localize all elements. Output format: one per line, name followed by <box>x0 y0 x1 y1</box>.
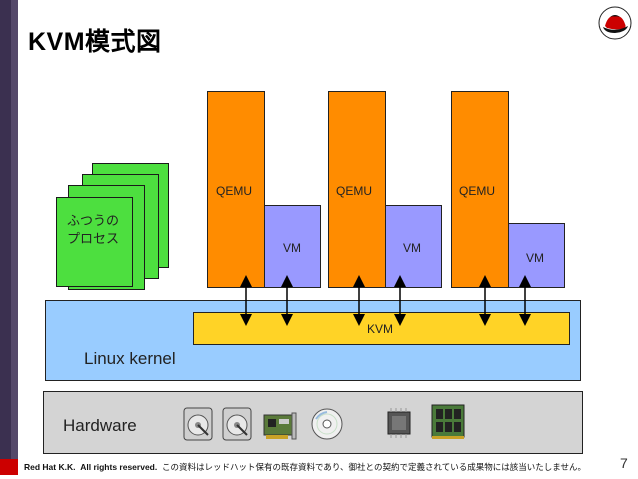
left-accent-bar-inner <box>0 0 11 462</box>
process-label: ふつうの プロセス <box>67 213 120 246</box>
qemu-box-1: QEMU <box>207 91 265 288</box>
qemu-box-2: QEMU <box>328 91 386 288</box>
qemu-label-1: QEMU <box>216 184 252 198</box>
footer-company: Red Hat K.K. <box>24 462 76 472</box>
footer-redhat-mark <box>0 459 18 475</box>
vm-box-2: VM <box>385 205 442 288</box>
hard-disk-icon <box>183 407 213 441</box>
footer-rights: All rights reserved. <box>80 462 158 472</box>
footer: Red Hat K.K. All rights reserved. この資料はレ… <box>0 458 638 479</box>
footer-notice: この資料はレッドハット保有の既存資料であり、御社との契約で定義されている成果物に… <box>161 462 586 472</box>
vm-box-1: VM <box>264 205 321 288</box>
hardware-label: Hardware <box>63 416 137 435</box>
qemu-box-3: QEMU <box>451 91 509 288</box>
slide-title: KVM模式図 <box>28 28 162 56</box>
qemu-label-3: QEMU <box>459 184 495 198</box>
network-card-icon <box>263 412 297 440</box>
footer-text: Red Hat K.K. All rights reserved. この資料はレ… <box>24 461 586 473</box>
vm-label-1: VM <box>283 241 301 255</box>
linux-kernel-label: Linux kernel <box>84 349 176 368</box>
process-card-front: ふつうの プロセス <box>56 197 133 287</box>
redhat-logo-icon <box>598 6 632 40</box>
hard-disk-icon <box>222 407 252 441</box>
cpu-chip-icon <box>387 408 411 438</box>
vm-box-3: VM <box>508 223 565 288</box>
kvm-label: KVM <box>367 322 394 336</box>
cd-disc-icon <box>311 408 343 440</box>
page-number: 7 <box>620 455 628 471</box>
vm-label-3: VM <box>526 251 544 265</box>
kvm-module-box: KVM <box>193 312 570 345</box>
vm-label-2: VM <box>403 241 421 255</box>
memory-module-icon <box>431 404 465 439</box>
qemu-label-2: QEMU <box>336 184 372 198</box>
